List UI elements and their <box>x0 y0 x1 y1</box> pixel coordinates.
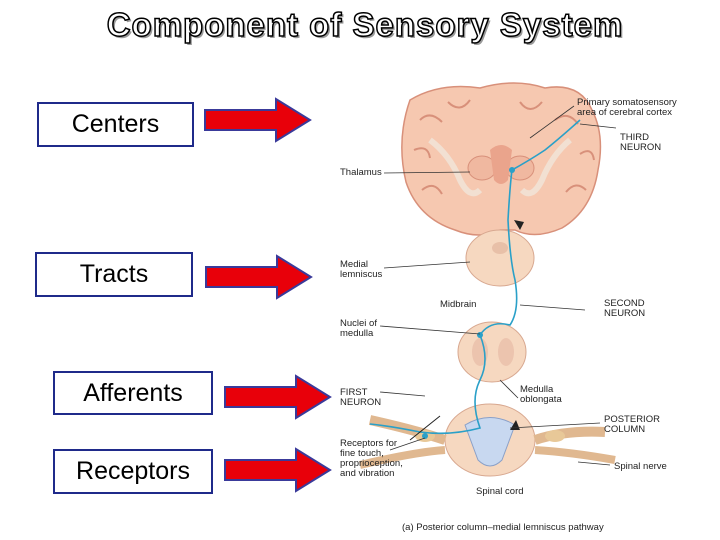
label-medulla-oblongata-2: oblongata <box>520 394 562 405</box>
label-nuclei-medulla: Nuclei of <box>340 318 377 329</box>
tracts-box: Tracts <box>35 252 193 297</box>
label-spinal-nerve: Spinal nerve <box>614 461 667 472</box>
tracts-arrow-icon <box>205 254 313 300</box>
label-receptors-3: proprioception, <box>340 458 403 469</box>
pathway-figure: Primary somatosensory area of cerebral c… <box>340 82 677 533</box>
label-posterior-column: POSTERIOR <box>604 414 660 425</box>
label-receptors-2: fine touch, <box>340 448 384 459</box>
label-first-neuron-2: NEURON <box>340 397 381 408</box>
label-thalamus: Thalamus <box>340 167 382 178</box>
label-spinal-cord: Spinal cord <box>476 486 524 497</box>
receptors-label: Receptors <box>76 457 190 485</box>
label-primary-cortex-2: area of cerebral cortex <box>577 107 672 118</box>
figure-caption: (a) Posterior column–medial lemniscus pa… <box>402 522 604 533</box>
centers-arrow-icon <box>204 97 312 143</box>
neuron-pathway <box>369 119 581 435</box>
label-third-neuron-2: NEURON <box>620 142 661 153</box>
label-nuclei-medulla-2: medulla <box>340 328 374 339</box>
label-midbrain: Midbrain <box>440 299 476 310</box>
label-receptors: Receptors for <box>340 438 397 449</box>
tracts-label: Tracts <box>79 260 149 288</box>
label-receptors-4: and vibration <box>340 468 394 479</box>
centers-label: Centers <box>71 110 160 138</box>
page-title: Component of Sensory System <box>106 5 624 44</box>
label-primary-cortex: Primary somatosensory <box>577 97 677 108</box>
direction-arrow-icon <box>409 415 441 441</box>
label-medial-lemniscus-2: lemniscus <box>340 269 382 280</box>
afferents-box: Afferents <box>53 371 213 415</box>
receptors-arrow-icon <box>224 447 332 493</box>
afferents-label: Afferents <box>83 378 183 407</box>
leader-lines <box>379 105 617 466</box>
afferents-arrow-icon <box>224 374 332 420</box>
label-medial-lemniscus: Medial <box>340 259 368 270</box>
label-second-neuron-2: NEURON <box>604 308 645 319</box>
label-medulla-oblongata: Medulla <box>520 384 554 395</box>
label-second-neuron: SECOND <box>604 298 645 309</box>
centers-box: Centers <box>37 102 194 147</box>
label-first-neuron: FIRST <box>340 387 368 398</box>
label-third-neuron: THIRD <box>620 132 649 143</box>
label-posterior-column-2: COLUMN <box>604 424 645 435</box>
receptors-box: Receptors <box>53 449 213 494</box>
brain-illustration <box>359 82 616 477</box>
